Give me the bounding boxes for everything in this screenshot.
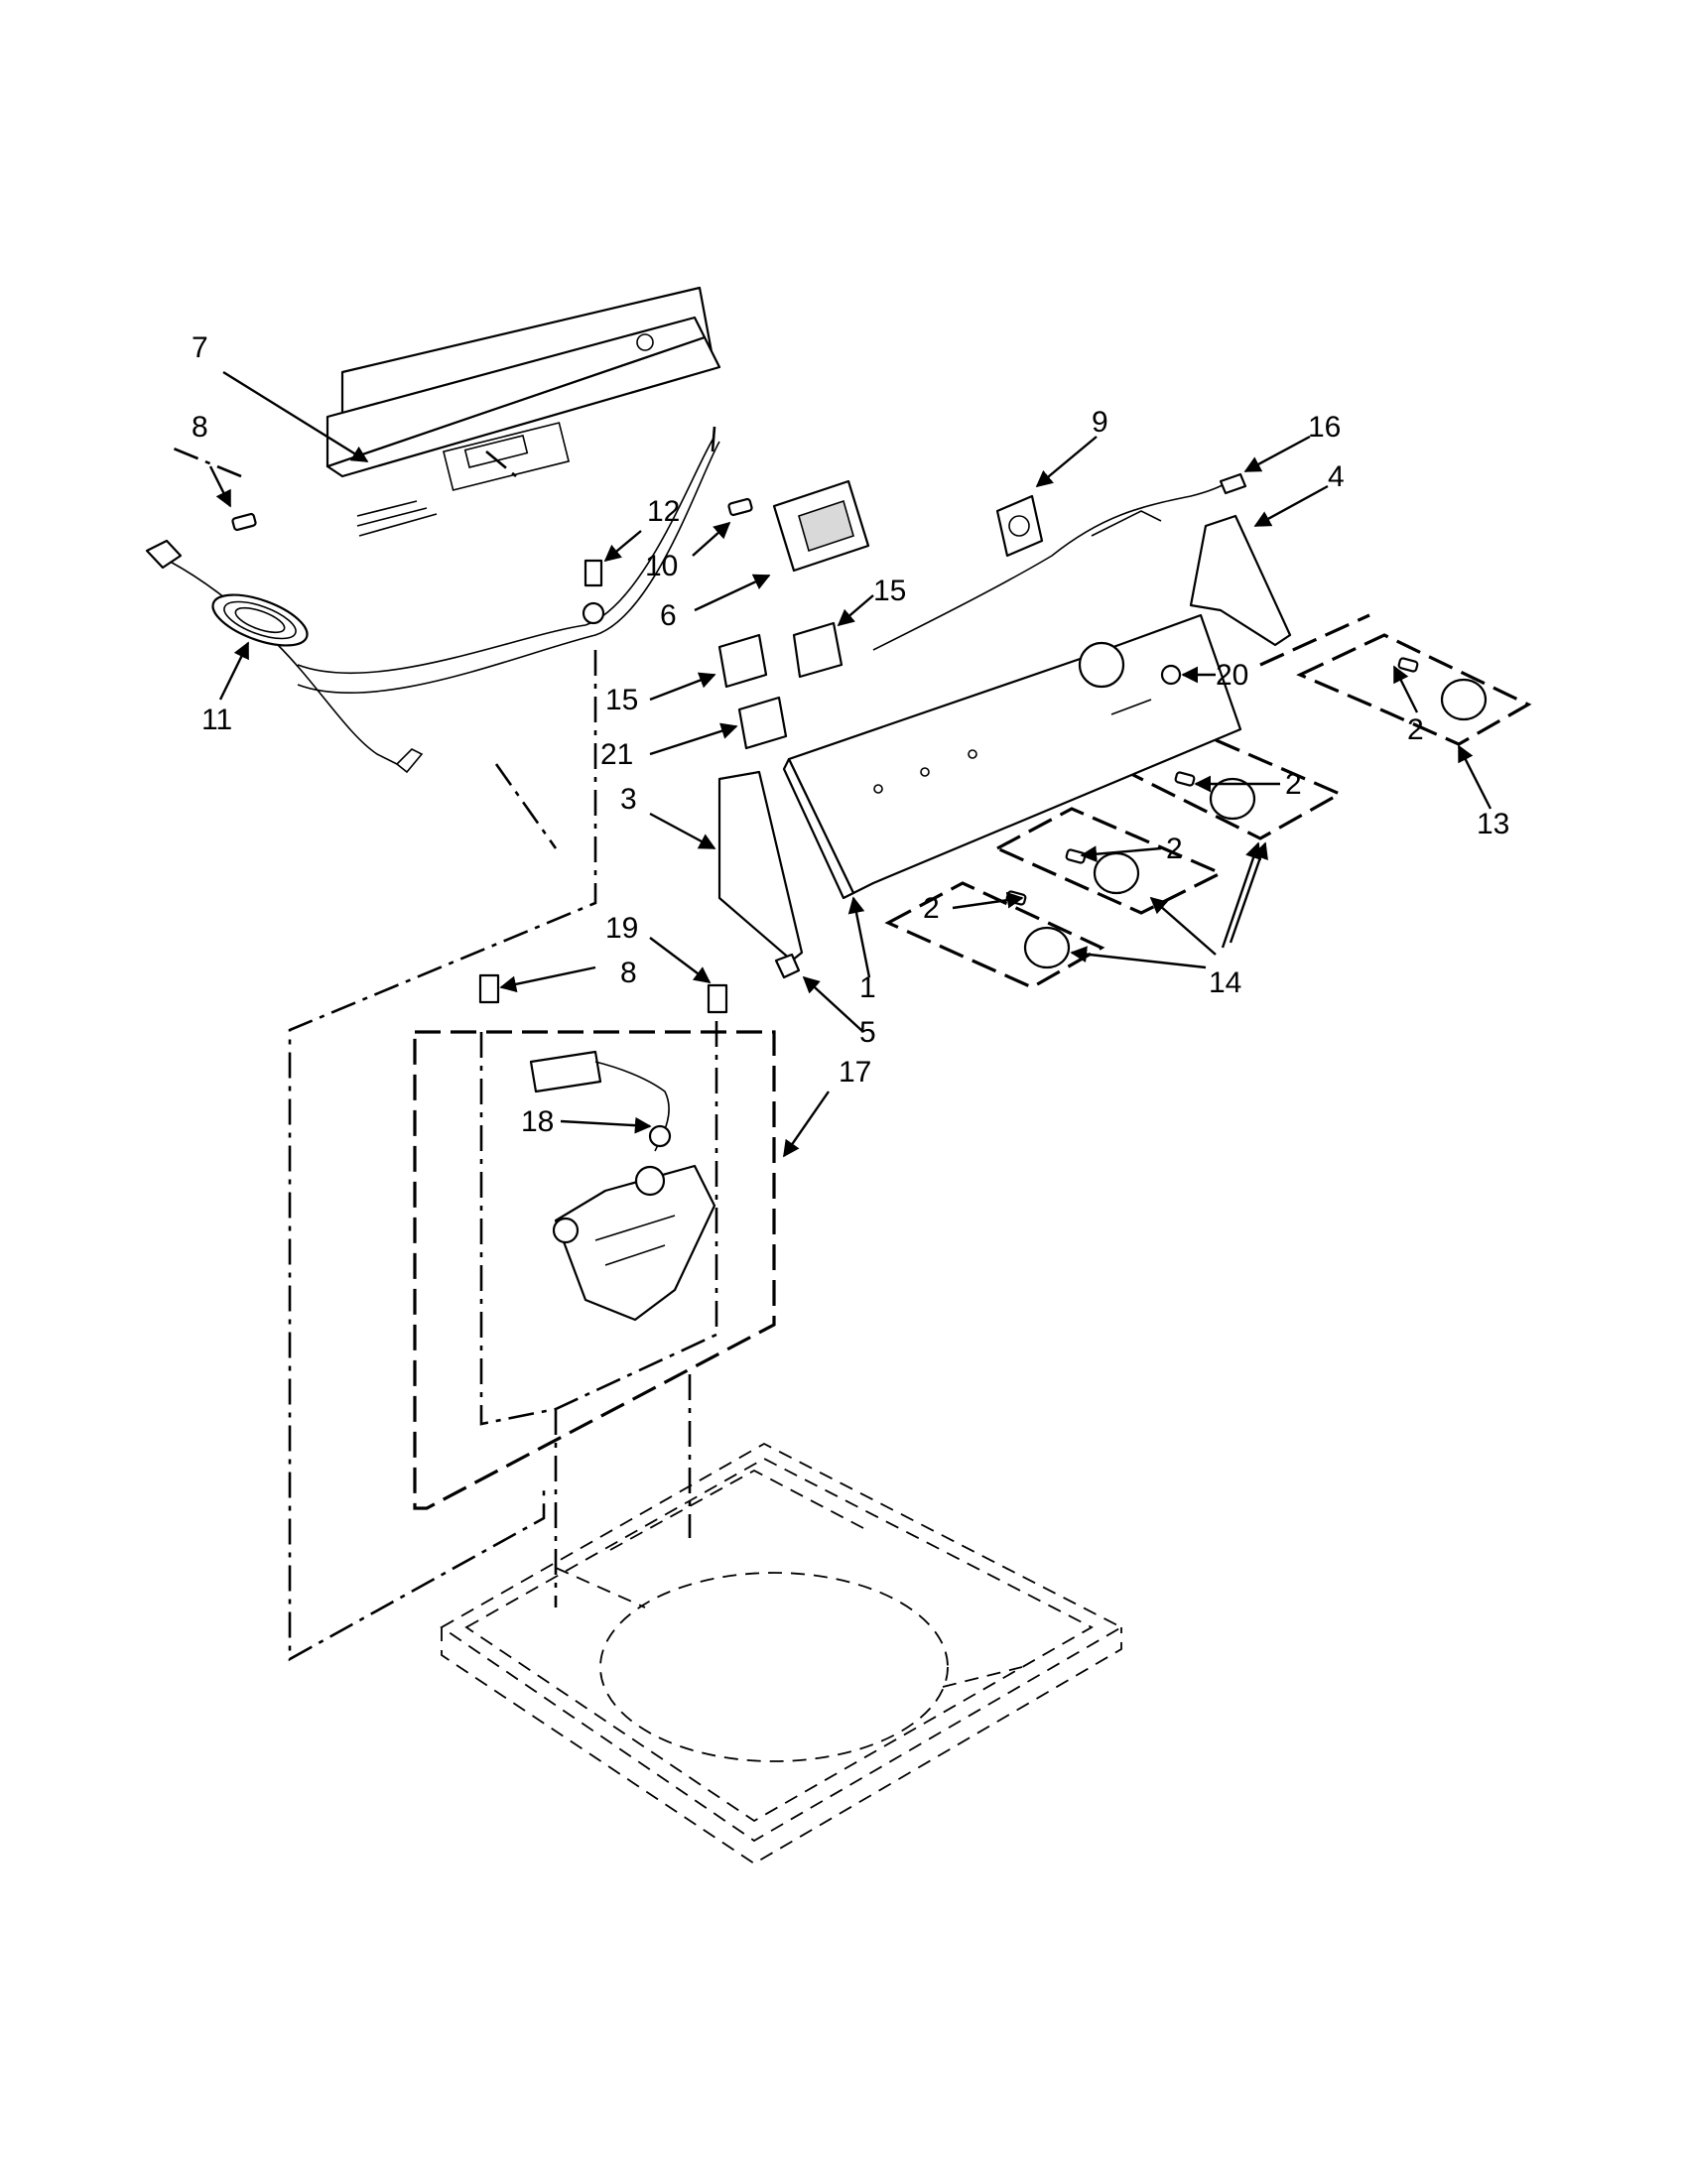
callout-8-top: 8: [192, 411, 208, 444]
valve-assembly-17: [552, 1164, 716, 1322]
callout-7: 7: [192, 331, 208, 364]
leader-1: [847, 896, 871, 978]
leader-10: [692, 521, 731, 557]
switch-15-a: [792, 621, 844, 679]
leader-15a: [837, 594, 874, 627]
leader-6: [694, 574, 771, 612]
callout-18: 18: [521, 1105, 554, 1138]
callout-2-14a: 2: [923, 892, 940, 925]
leader-14-a: [1070, 946, 1207, 969]
cabinet-top-ghost: [440, 1442, 1123, 1865]
callout-1: 1: [859, 971, 876, 1004]
switch-21: [737, 696, 788, 750]
control-board-6: [772, 479, 870, 573]
assembly-17-box: [413, 1030, 776, 1510]
leader-2-14b: [1080, 845, 1162, 863]
leader-4: [1253, 484, 1329, 528]
leader-2-14a: [952, 891, 1024, 910]
callout-10: 10: [645, 550, 678, 582]
screw-8-top: [231, 512, 257, 532]
callout-15-b: 15: [605, 684, 638, 716]
end-cap-3: [717, 770, 804, 963]
knob-13: [1397, 657, 1488, 721]
knob-frame-13: [1296, 633, 1532, 746]
leader-15b: [649, 672, 716, 702]
callout-11: 11: [201, 704, 232, 736]
rear-panel-7: [325, 286, 721, 537]
leader-13: [1457, 744, 1492, 810]
leader-5: [802, 975, 864, 1033]
knob-frame-14b: [993, 807, 1225, 915]
leader-14-b: [1149, 896, 1217, 956]
callout-3: 3: [620, 783, 637, 816]
leader-16: [1243, 435, 1311, 473]
end-cap-4: [1189, 514, 1292, 647]
routing-line-1: [288, 650, 597, 1662]
leader-11: [218, 641, 250, 701]
harness-16: [872, 472, 1247, 651]
callout-2-14b: 2: [1166, 833, 1183, 865]
screw-10: [727, 497, 753, 517]
leader-14-d: [1221, 841, 1262, 949]
leader-7: [222, 370, 369, 463]
power-cord-11: [145, 436, 720, 774]
callout-8-lower: 8: [620, 957, 637, 989]
callout-5: 5: [859, 1016, 876, 1049]
callout-6: 6: [660, 599, 677, 632]
leader-3: [649, 812, 716, 850]
routing-line-2: [168, 445, 242, 478]
screw-19: [707, 983, 728, 1014]
callout-13: 13: [1477, 808, 1509, 840]
leader-9: [1035, 436, 1098, 488]
routing-line-3: [485, 450, 517, 477]
screw-8-lower: [478, 973, 500, 1004]
leader-8-lower: [499, 965, 596, 993]
part-9: [995, 494, 1044, 558]
leader-18: [560, 1116, 652, 1134]
console-1: [782, 613, 1242, 900]
screw-12: [582, 559, 605, 625]
callout-21: 21: [600, 738, 633, 771]
switch-15-b: [717, 633, 768, 689]
callout-20: 20: [1216, 659, 1248, 692]
callout-2-13: 2: [1407, 713, 1424, 746]
knob-frame-link: [1259, 613, 1370, 667]
leader-19: [649, 937, 712, 984]
callout-15-a: 15: [873, 575, 906, 607]
callout-14: 14: [1209, 966, 1241, 999]
knob-14b: [1065, 848, 1140, 895]
knob-frame-14c: [1117, 727, 1344, 840]
knob-frame-14a: [884, 881, 1105, 989]
leader-8-top: [208, 465, 232, 508]
leader-17: [783, 1091, 830, 1158]
leader-12: [603, 530, 642, 563]
leader-21: [649, 722, 738, 756]
leader-14-c: [1229, 841, 1268, 944]
callout-2-14c: 2: [1285, 768, 1302, 801]
routing-line-5: [494, 763, 558, 849]
harness-18: [529, 1050, 672, 1152]
leader-2-13: [1392, 665, 1419, 713]
callout-4: 4: [1328, 460, 1345, 493]
callout-17: 17: [839, 1056, 871, 1089]
callout-12: 12: [647, 495, 680, 528]
callout-16: 16: [1308, 411, 1341, 444]
clip-5: [774, 953, 801, 979]
callout-19: 19: [605, 912, 638, 945]
callout-9: 9: [1092, 406, 1108, 439]
knob-14c: [1174, 771, 1256, 821]
